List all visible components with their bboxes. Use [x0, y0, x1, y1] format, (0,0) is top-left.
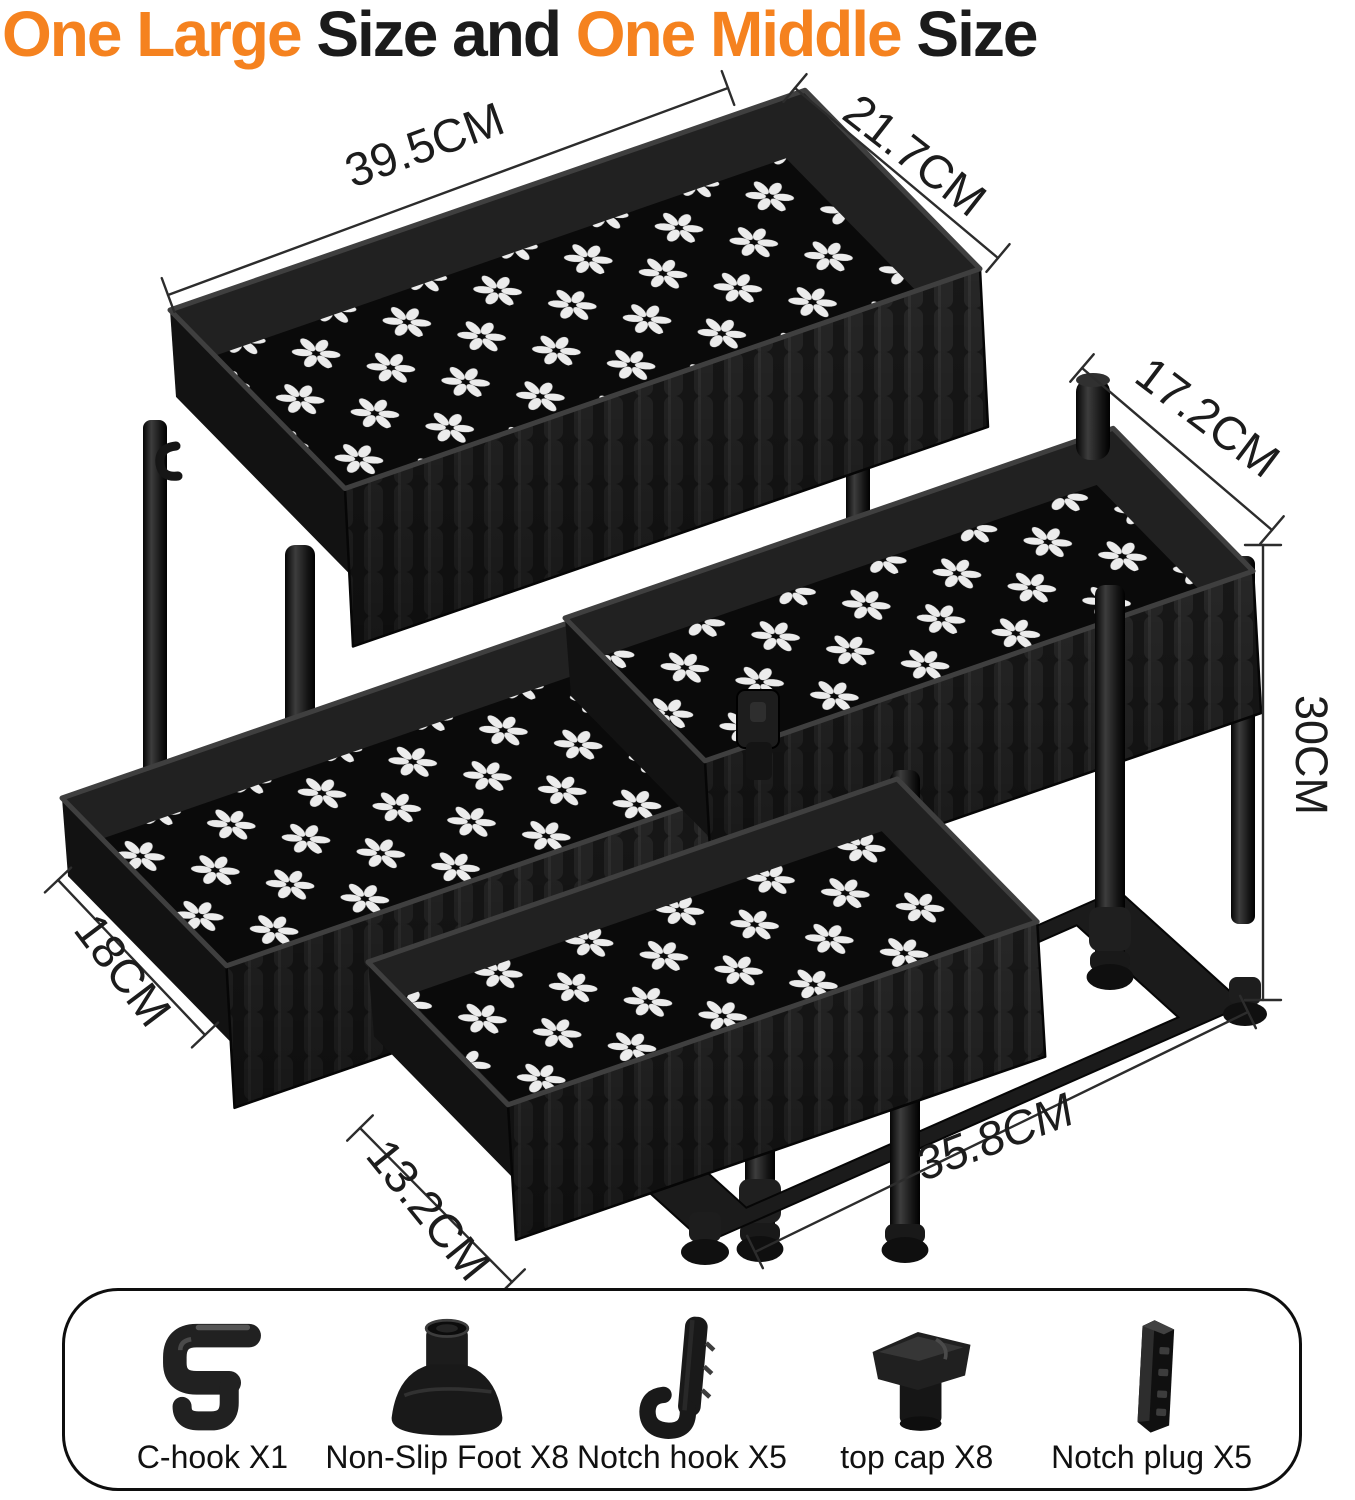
accessory-label: Notch plug X5: [1051, 1439, 1253, 1475]
dimension-label-large-top-width: 39.5CM: [338, 91, 511, 197]
dimension-label-height: 30CM: [1286, 695, 1337, 815]
accessory-item-non-slip-foot: Non-Slip Foot X8: [325, 1301, 569, 1478]
notch-plug-icon: [1137, 1320, 1174, 1433]
accessory-item-c-hook: C-hook X1: [95, 1301, 330, 1478]
accessory-item-notch-hook: Notch hook X5: [565, 1301, 800, 1478]
title-segment: One Large: [2, 0, 303, 70]
accessory-label: Non-Slip Foot X8: [325, 1439, 570, 1475]
accessory-item-notch-plug: Notch plug X5: [1034, 1301, 1269, 1478]
top-cap-icon: [872, 1332, 971, 1431]
accessory-label: C-hook X1: [136, 1439, 288, 1475]
non-slip-foot-icon: [391, 1318, 503, 1436]
title-segment: Size and: [300, 0, 576, 70]
title-segment: One Middle: [575, 0, 903, 70]
page-title: One Large Size and One Middle Size: [2, 0, 1355, 70]
accessory-label: top cap X8: [840, 1439, 994, 1475]
accessory-item-top-cap: top cap X8: [799, 1301, 1034, 1478]
accessory-label: Notch hook X5: [577, 1439, 787, 1475]
dimension-label-middle-slide-depth: 13.2CM: [356, 1129, 501, 1290]
notch-hook-icon: [639, 1316, 716, 1439]
accessories-panel: C-hook X1 Non-Slip Foot X8 Notc: [62, 1288, 1302, 1491]
product-render: [59, 87, 1267, 1265]
title-segment: Size: [900, 0, 1038, 70]
c-hook-icon: [163, 1323, 262, 1431]
